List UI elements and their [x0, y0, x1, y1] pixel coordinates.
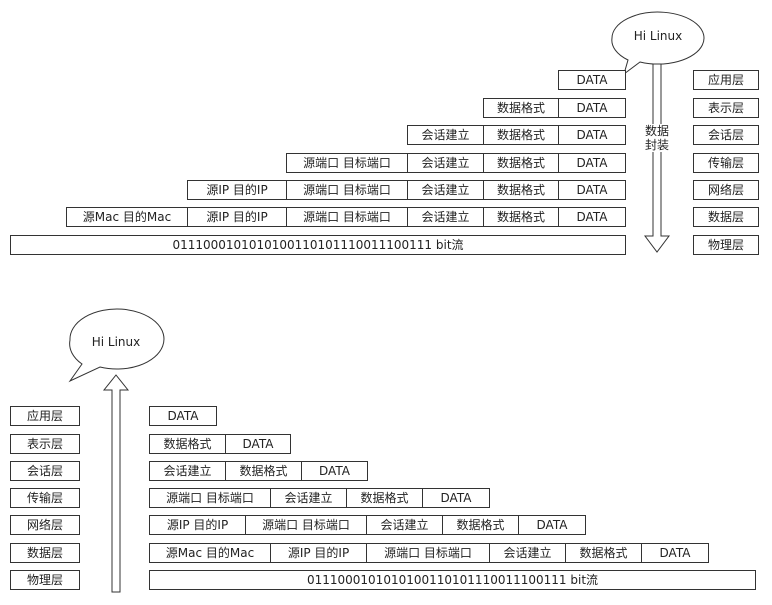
field-data-format: 数据格式 [565, 543, 642, 563]
field-data-format: 数据格式 [483, 98, 559, 118]
field-data-format: 数据格式 [225, 461, 302, 481]
layer-label-session: 会话层 [10, 461, 80, 481]
field-data-format: 数据格式 [442, 515, 519, 535]
field-ports: 源端口 目标端口 [286, 180, 408, 200]
field-ports: 源端口 目标端口 [286, 207, 408, 227]
field-bitstream: 011100010101010011010111001110011​1 bit流 [10, 235, 626, 255]
layer-label-physical: 物理层 [693, 235, 759, 255]
field-data: DATA [558, 180, 626, 200]
bubble-text-bottom: Hi Linux [91, 335, 141, 349]
field-ip: 源IP 目的IP [187, 207, 287, 227]
layer-label-application: 应用层 [693, 70, 759, 90]
field-mac: 源Mac 目的Mac [149, 543, 271, 563]
field-session: 会话建立 [407, 125, 484, 145]
field-data: DATA [558, 98, 626, 118]
field-ip: 源IP 目的IP [270, 543, 367, 563]
field-data: DATA [225, 434, 291, 454]
field-ports: 源端口 目标端口 [286, 153, 408, 173]
field-data: DATA [641, 543, 709, 563]
field-ports: 源端口 目标端口 [245, 515, 367, 535]
field-data-format: 数据格式 [149, 434, 226, 454]
speech-bubble-top [611, 11, 705, 76]
field-data-format: 数据格式 [346, 488, 423, 508]
field-session: 会话建立 [270, 488, 347, 508]
field-data: DATA [558, 207, 626, 227]
layer-label-transport: 传输层 [693, 153, 759, 173]
field-ports: 源端口 目标端口 [366, 543, 490, 563]
field-mac: 源Mac 目的Mac [66, 207, 188, 227]
layer-label-transport: 传输层 [10, 488, 80, 508]
field-data: DATA [149, 406, 217, 426]
field-data: DATA [558, 70, 626, 90]
field-ports: 源端口 目标端口 [149, 488, 271, 508]
field-data-format: 数据格式 [483, 153, 559, 173]
field-session: 会话建立 [407, 153, 484, 173]
decapsulation-arrow [102, 374, 130, 593]
field-session: 会话建立 [407, 180, 484, 200]
field-bitstream: 011100010101010011010111001110011​1 bit流 [149, 570, 756, 590]
field-session: 会话建立 [149, 461, 226, 481]
field-data: DATA [518, 515, 586, 535]
field-data: DATA [301, 461, 368, 481]
field-ip: 源IP 目的IP [149, 515, 246, 535]
layer-label-presentation: 表示层 [10, 434, 80, 454]
field-session: 会话建立 [407, 207, 484, 227]
field-data: DATA [558, 153, 626, 173]
field-session: 会话建立 [489, 543, 566, 563]
field-data-format: 数据格式 [483, 207, 559, 227]
field-data: DATA [422, 488, 490, 508]
layer-label-physical: 物理层 [10, 570, 80, 590]
layer-label-datalink: 数据层 [10, 543, 80, 563]
bubble-text-top: Hi Linux [633, 29, 683, 43]
layer-label-presentation: 表示层 [693, 98, 759, 118]
encapsulation-label: 数据 封装 [645, 124, 669, 152]
layer-label-network: 网络层 [10, 515, 80, 535]
layer-label-session: 会话层 [693, 125, 759, 145]
encapsulation-arrow [644, 63, 670, 253]
encapsulation-label-line-2: 封装 [645, 138, 670, 152]
field-session: 会话建立 [366, 515, 443, 535]
field-ip: 源IP 目的IP [187, 180, 287, 200]
layer-label-network: 网络层 [693, 180, 759, 200]
encapsulation-label-line-1: 数据 [645, 124, 670, 138]
layer-label-datalink: 数据层 [693, 207, 759, 227]
field-data-format: 数据格式 [483, 180, 559, 200]
speech-bubble-bottom [68, 308, 165, 383]
layer-label-application: 应用层 [10, 406, 80, 426]
field-data-format: 数据格式 [483, 125, 559, 145]
field-data: DATA [558, 125, 626, 145]
